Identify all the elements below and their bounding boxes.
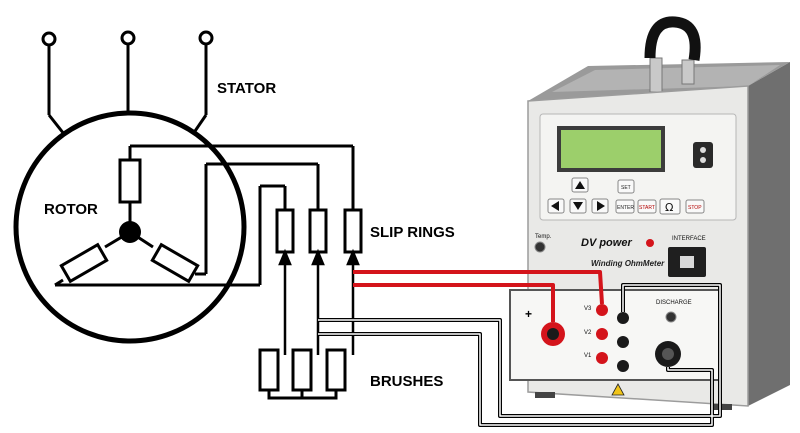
v1-red-socket[interactable]: [596, 352, 608, 364]
rotor-windings: [54, 144, 353, 287]
lcd-display: [561, 130, 661, 168]
brush-bus: [267, 390, 338, 400]
rotor-label: ROTOR: [44, 201, 98, 218]
stop-button[interactable]: [685, 199, 705, 214]
case-foot-left: [535, 392, 555, 398]
case-top-shade: [552, 65, 780, 92]
test-leads-inner: [318, 284, 721, 426]
rotor-star-point: [119, 221, 141, 243]
right-arrow-icon: [597, 201, 605, 211]
keypad: SET ENTER START Ω STOP: [547, 142, 713, 215]
brush-1: [258, 348, 280, 392]
rotor-winding-top: [118, 158, 142, 204]
v3-label: V3: [584, 306, 592, 312]
slip-ring-3: [343, 208, 363, 254]
discharge-indicator: [665, 311, 677, 323]
v2-label: V2: [584, 330, 592, 336]
start-button-label: START: [639, 205, 655, 211]
plus-label: +: [525, 307, 532, 321]
omega-button-label: Ω: [665, 201, 673, 214]
v3-red-socket[interactable]: [596, 304, 608, 316]
model-label: Winding OhmMeter: [591, 259, 665, 268]
slip-rings: [275, 208, 363, 254]
temp-label: Temp.: [535, 234, 552, 240]
brand-logo: DV power: [581, 237, 632, 249]
enter-button-label: ENTER: [617, 205, 634, 211]
rotor-to-slip-ring-leads: [55, 146, 355, 287]
brushes-label: BRUSHES: [370, 373, 443, 390]
terminal-2: [120, 30, 136, 46]
rotor-winding-right: [150, 242, 200, 284]
start-button[interactable]: [637, 199, 657, 214]
v1-black-socket[interactable]: [617, 360, 629, 372]
brush-arrows: [278, 248, 360, 355]
left-arrow-icon: [551, 201, 559, 211]
temp-port[interactable]: [534, 241, 546, 253]
discharge-label: DISCHARGE: [656, 300, 692, 306]
carry-handle: [644, 16, 701, 93]
v2-black-socket[interactable]: [617, 336, 629, 348]
warning-icon: [611, 383, 625, 396]
brush-3: [325, 348, 347, 392]
test-leads-red: [353, 270, 604, 322]
brand-logo-dot: [646, 239, 654, 247]
terminal-3: [198, 30, 214, 46]
stator-leads: [47, 44, 208, 135]
brushes: [258, 348, 347, 392]
case-side: [748, 62, 790, 406]
slip-rings-label: SLIP RINGS: [370, 224, 455, 241]
voltage-sockets: [596, 304, 629, 372]
port-button[interactable]: [693, 142, 713, 168]
enter-button[interactable]: [615, 199, 635, 214]
up-arrow-icon: [575, 181, 585, 189]
slip-ring-1: [275, 208, 295, 254]
v3-black-socket[interactable]: [617, 312, 629, 324]
v1-label: V1: [584, 353, 592, 359]
brush-2: [291, 348, 313, 392]
set-button-label: SET: [621, 185, 631, 191]
set-button[interactable]: [617, 179, 635, 194]
slip-ring-2: [308, 208, 328, 254]
stator-terminals: [41, 30, 214, 47]
omega-button[interactable]: [659, 198, 681, 215]
stop-button-label: STOP: [688, 205, 702, 211]
interface-label: INTERFACE: [672, 236, 706, 242]
v2-red-socket[interactable]: [596, 328, 608, 340]
rotor-winding-left: [59, 242, 109, 284]
stator-circle: [13, 110, 247, 344]
terminal-1: [41, 31, 57, 47]
stator-label: STATOR: [217, 80, 276, 97]
down-arrow-icon: [573, 202, 583, 210]
